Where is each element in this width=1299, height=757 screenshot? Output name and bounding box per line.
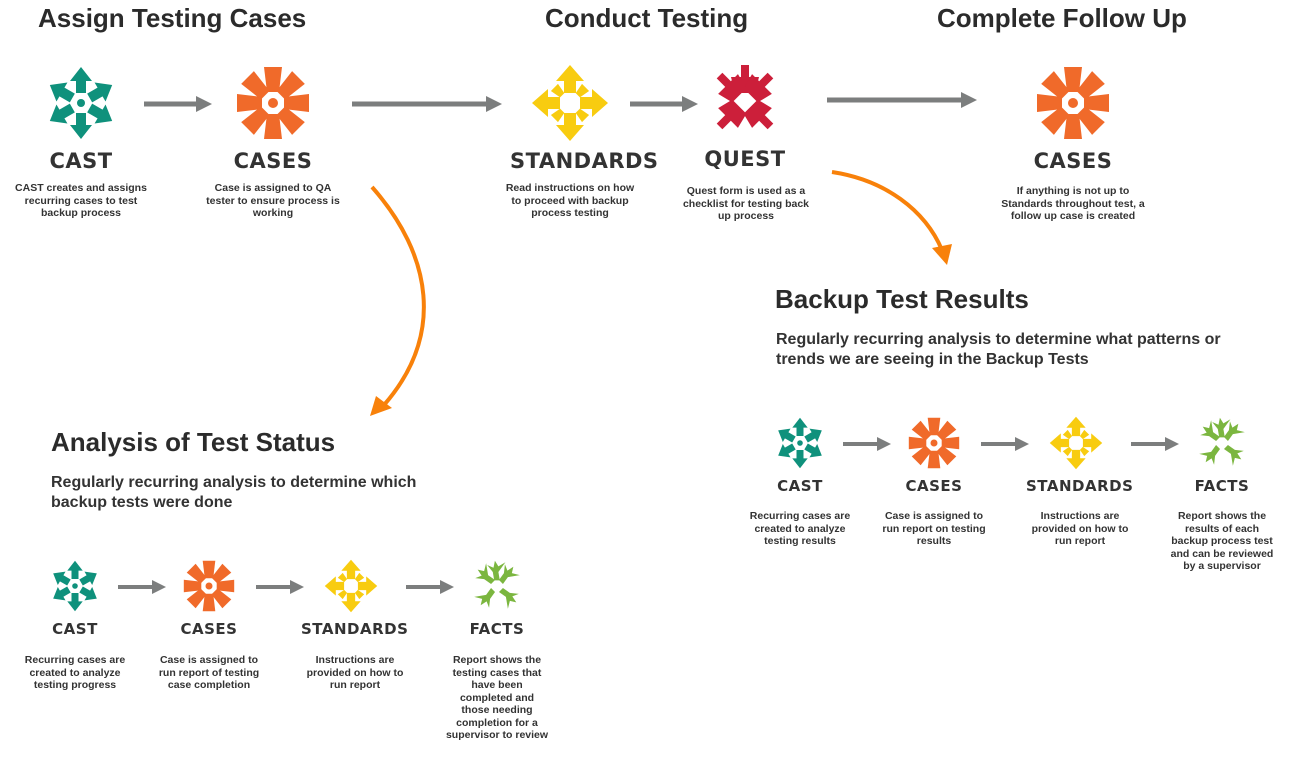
cast-icon [49,560,101,612]
arrow-right [352,96,502,112]
cast-icon [774,417,826,469]
standards-icon [532,65,608,141]
conduct-testing-title: Conduct Testing [545,3,749,33]
analysis-of-test-status-subtitle: Regularly recurring analysis to determin… [51,474,417,511]
arrow-right [406,580,454,594]
analysis-facts-description: Report shows the testing cases that have… [445,654,549,741]
cases-icon [1037,67,1109,139]
quest-icon [709,65,781,137]
backup-facts-label: FACTS [1194,477,1250,495]
analysis-cast-label: CAST [52,620,98,638]
standards-icon [1049,416,1103,470]
arrow-right [843,437,891,451]
cases-icon [237,67,309,139]
arrow-right [630,96,698,112]
quest-description: Quest form is used as a checklist for te… [682,185,810,222]
complete-follow-up-title: Complete Follow Up [937,3,1187,33]
followup-cases-label: CASES [1033,149,1113,173]
analysis-of-test-status-title: Analysis of Test Status [51,427,336,457]
analysis-standards-label: STANDARDS [301,620,409,638]
analysis-cases-description: Case is assigned to run report of testin… [158,654,260,691]
arrow-right [981,437,1029,451]
backup-cases-description: Case is assigned to run report on testin… [882,510,986,547]
cases-icon [183,560,235,612]
facts-icon [472,560,522,611]
cases-icon [908,417,960,469]
cast-label: CAST [49,149,113,173]
standards-icon [324,559,378,613]
arrow-right [118,580,166,594]
backup-test-results-title: Backup Test Results [775,284,1029,314]
arrow-right [256,580,304,594]
backup-cases-label: CASES [905,477,963,495]
followup-cases-description: If anything is not up to Standards throu… [1001,185,1145,222]
cases-description: Case is assigned to QA tester to ensure … [206,182,340,219]
backup-cast-label: CAST [777,477,823,495]
backup-facts-description: Report shows the results of each backup … [1170,510,1274,572]
cases-label: CASES [233,149,313,173]
analysis-facts-label: FACTS [469,620,525,638]
arrow-right [827,92,977,108]
analysis-cast-description: Recurring cases are created to analyze t… [24,654,126,691]
backup-standards-label: STANDARDS [1026,477,1134,495]
facts-icon [1197,417,1247,468]
cast-icon [44,67,118,139]
backup-test-results-subtitle: Regularly recurring analysis to determin… [776,331,1221,368]
backup-standards-description: Instructions are provided on how to run … [1031,510,1129,547]
analysis-cases-label: CASES [180,620,238,638]
analysis-standards-description: Instructions are provided on how to run … [306,654,404,691]
quest-label: QUEST [704,147,786,171]
standards-description: Read instructions on how to proceed with… [505,182,635,219]
arrow-right [144,96,212,112]
arrow-right [1131,437,1179,451]
backup-cast-description: Recurring cases are created to analyze t… [749,510,851,547]
cast-description: CAST creates and assigns recurring cases… [15,182,147,219]
assign-testing-cases-title: Assign Testing Cases [38,3,307,33]
